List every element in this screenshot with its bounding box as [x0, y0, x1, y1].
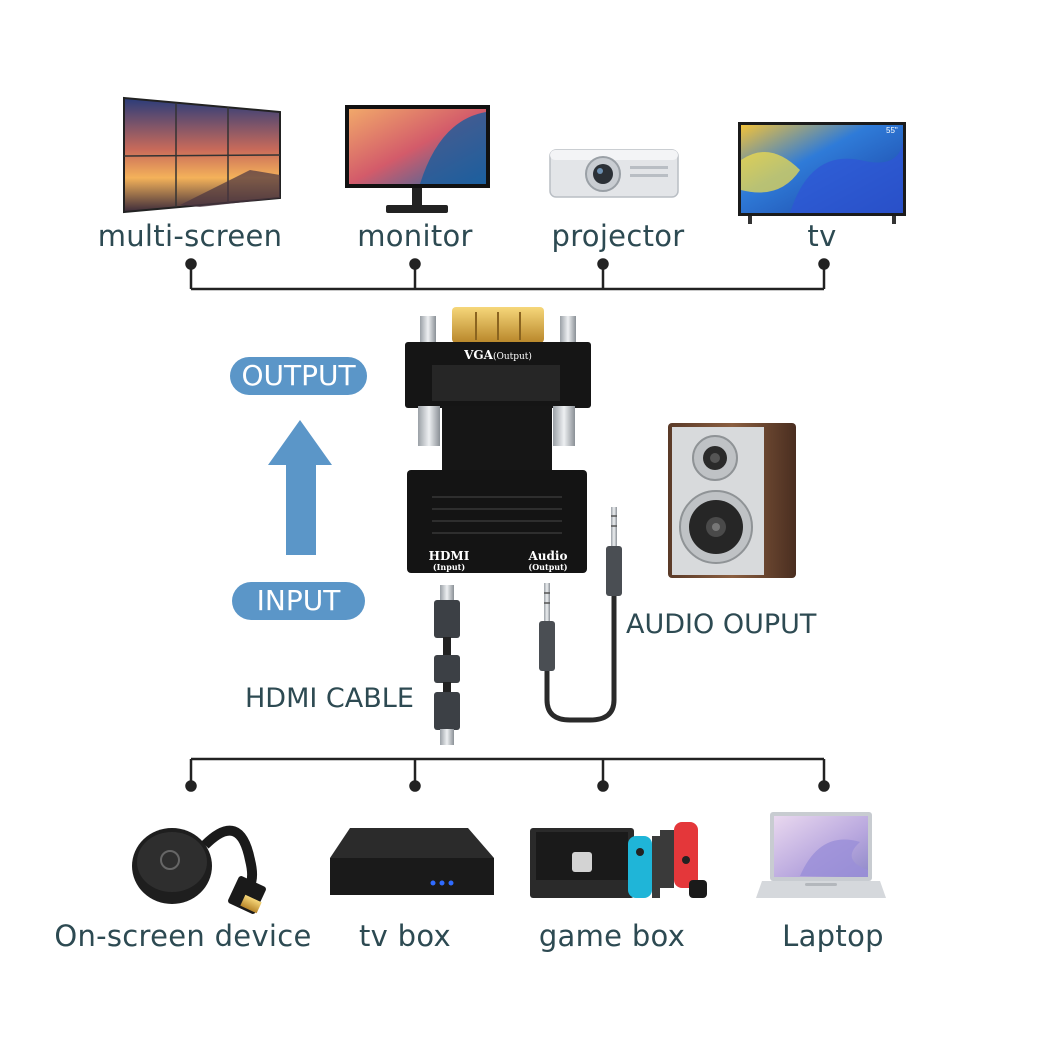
input-direction-badge: INPUT [232, 582, 365, 620]
output-device-label-multi-screen: multi-screen [97, 219, 283, 253]
output-device-label-projector: projector [551, 219, 685, 253]
output-device-label-monitor: monitor [357, 219, 473, 253]
output-connector-lines [185, 258, 830, 291]
input-device-label-laptop: Laptop [782, 919, 884, 953]
vga-hdmi-adapter: VGA(Output) HDMI (Input) Audio (Output) [405, 307, 591, 573]
input-device-label-on-screen-device: On-screen device [54, 919, 312, 953]
output-direction-badge: OUTPUT [230, 357, 367, 395]
tv-icon: 55" [738, 122, 906, 224]
input-device-label-tv-box: tv box [359, 919, 451, 953]
video-wall-icon [123, 96, 281, 214]
input-connector-lines [185, 757, 830, 792]
hdmi-label: HDMI [429, 549, 470, 563]
vga-label: VGA(Output) [463, 348, 532, 362]
tv-size-badge: 55" [886, 126, 898, 135]
laptop-icon [756, 812, 886, 898]
input-device-label-game-box: game box [538, 919, 686, 953]
speaker-icon [668, 423, 796, 578]
tv-box-icon [330, 828, 494, 895]
audio-cable [539, 507, 622, 723]
projector-icon [549, 149, 679, 198]
game-console-icon [530, 822, 707, 898]
audio-output-callout: AUDIO OUPUT [626, 609, 817, 640]
hdmi-sub-label: (Input) [433, 562, 465, 572]
audio-label: Audio [528, 549, 568, 563]
hdmi-cable [434, 585, 460, 745]
output-device-label-tv: tv [807, 219, 837, 253]
streaming-dongle-icon [132, 825, 266, 914]
monitor-icon [345, 105, 490, 213]
up-arrow-icon [268, 420, 332, 555]
audio-sub-label: (Output) [528, 562, 567, 572]
hdmi-cable-callout: HDMI CABLE [245, 683, 414, 714]
